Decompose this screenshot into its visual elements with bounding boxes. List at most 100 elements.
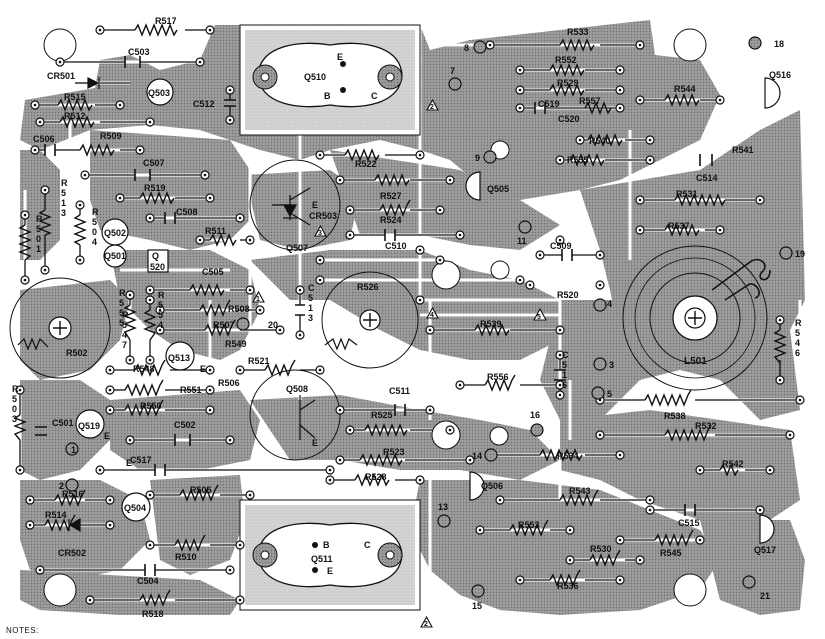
transistor-q507 xyxy=(249,159,341,251)
solder-pad-hole xyxy=(278,328,282,332)
transistor-q508 xyxy=(249,369,341,461)
solder-pad-hole xyxy=(798,398,802,402)
solder-pad-hole xyxy=(518,68,522,72)
solder-pad-hole xyxy=(438,208,442,212)
label-q511: Q511 xyxy=(311,554,333,564)
solder-pad-hole xyxy=(23,213,27,217)
solder-pad-hole xyxy=(558,393,562,397)
solder-pad-hole xyxy=(298,333,302,337)
inductor-l501 xyxy=(622,245,771,391)
pin-label-16: 16 xyxy=(530,410,540,420)
solder-pad-hole xyxy=(638,558,642,562)
solder-pad-hole xyxy=(58,60,62,64)
label-r557: R557 xyxy=(579,96,601,106)
solder-pad-hole xyxy=(248,288,252,292)
diode-labels: CR501 CR503 CR502 xyxy=(47,71,337,558)
component-leads xyxy=(19,29,800,601)
solder-pad-hole xyxy=(618,578,622,582)
label-cr502: CR502 xyxy=(58,548,86,558)
label-q517: Q517 xyxy=(754,545,776,555)
solder-pad-hole xyxy=(558,158,562,162)
solder-pad-hole xyxy=(648,498,652,502)
label-r531: R531 xyxy=(676,189,698,199)
label-r505: R505 xyxy=(190,485,212,495)
label-c520: C520 xyxy=(558,114,580,124)
solder-pad-hole xyxy=(148,216,152,220)
solder-pad-hole xyxy=(638,98,642,102)
resistor-bodies xyxy=(13,23,787,607)
label-r533: R533 xyxy=(567,27,589,37)
solder-pad-hole xyxy=(238,216,242,220)
solder-pad-hole xyxy=(208,368,212,372)
solder-pad-hole xyxy=(33,148,37,152)
pin-label-8: 8 xyxy=(464,43,469,53)
solder-pad-hole xyxy=(318,153,322,157)
solder-pad-hole xyxy=(348,233,352,237)
terminal-e-q507: E xyxy=(312,200,318,210)
resistor-labels: R517 R533 R552 R529 R557 R544 R515 R512 … xyxy=(45,16,754,619)
solder-pad-hole xyxy=(128,438,132,442)
solder-pad-hole xyxy=(448,428,452,432)
terminal-b-q510: B xyxy=(324,91,331,101)
solder-pad-hole xyxy=(558,238,562,242)
solder-pad-hole xyxy=(618,453,622,457)
solder-pad-hole xyxy=(648,138,652,142)
solder-pad-hole xyxy=(558,328,562,332)
solder-pad-hole xyxy=(518,88,522,92)
label-r551: R551 xyxy=(180,385,202,395)
pin-label-11: 11 xyxy=(517,236,527,246)
solder-pad-hole xyxy=(118,103,122,107)
triangle-label-4: 4 xyxy=(430,312,434,319)
solder-pad-hole xyxy=(98,28,102,32)
solder-pad-hole xyxy=(348,208,352,212)
label-q510: Q510 xyxy=(304,72,326,82)
power-transistor-q510 xyxy=(239,24,421,136)
label-r525: R525 xyxy=(371,410,393,420)
solder-pad-hole xyxy=(128,293,132,297)
solder-pad-hole xyxy=(228,568,232,572)
solder-pad-hole xyxy=(428,408,432,412)
solder-pad-hole xyxy=(148,493,152,497)
label-q503: Q503 xyxy=(148,88,170,98)
solder-pad-hole xyxy=(248,493,252,497)
solder-pad-hole xyxy=(108,368,112,372)
terminal-e-q511: E xyxy=(327,566,333,576)
label-r534: R534 xyxy=(557,451,579,461)
solder-pad-hole xyxy=(28,498,32,502)
triangle-label-2b: 2 xyxy=(424,621,428,628)
solder-pad-hole xyxy=(458,233,462,237)
label-r535: R535 xyxy=(567,155,589,165)
triangle-label-3: 3 xyxy=(318,230,322,237)
solder-pad-hole xyxy=(98,468,102,472)
solder-pad-hole xyxy=(338,408,342,412)
solder-pad-hole xyxy=(108,523,112,527)
label-r506: R506 xyxy=(218,378,240,388)
mounting-holes xyxy=(43,28,707,607)
label-r556: R556 xyxy=(487,372,509,382)
solder-pad-hole xyxy=(648,508,652,512)
solder-pad-hole xyxy=(108,408,112,412)
label-c503: C503 xyxy=(128,47,150,57)
label-q507: Q507 xyxy=(286,243,308,253)
pin-label-4: 4 xyxy=(607,299,612,309)
triangle-label-1: 1 xyxy=(256,296,260,303)
solder-pad-hole xyxy=(258,308,262,312)
pin-label-13: 13 xyxy=(438,502,448,512)
pin-label-1: 1 xyxy=(71,445,76,455)
solder-pad-hole xyxy=(558,383,562,387)
solder-pad-hole xyxy=(203,173,207,177)
terminal-e-q508: E xyxy=(312,438,318,448)
solder-pad-hole xyxy=(108,388,112,392)
label-r527: R527 xyxy=(380,191,402,201)
solder-pad-hole xyxy=(33,103,37,107)
label-r550: R550 xyxy=(140,401,162,411)
solder-pad-hole xyxy=(318,258,322,262)
label-r512: R512 xyxy=(64,111,86,121)
label-c506: C506 xyxy=(33,134,55,144)
solder-pad-hole xyxy=(648,158,652,162)
label-q501: Q501 xyxy=(104,251,126,261)
solder-pad-hole xyxy=(128,358,132,362)
